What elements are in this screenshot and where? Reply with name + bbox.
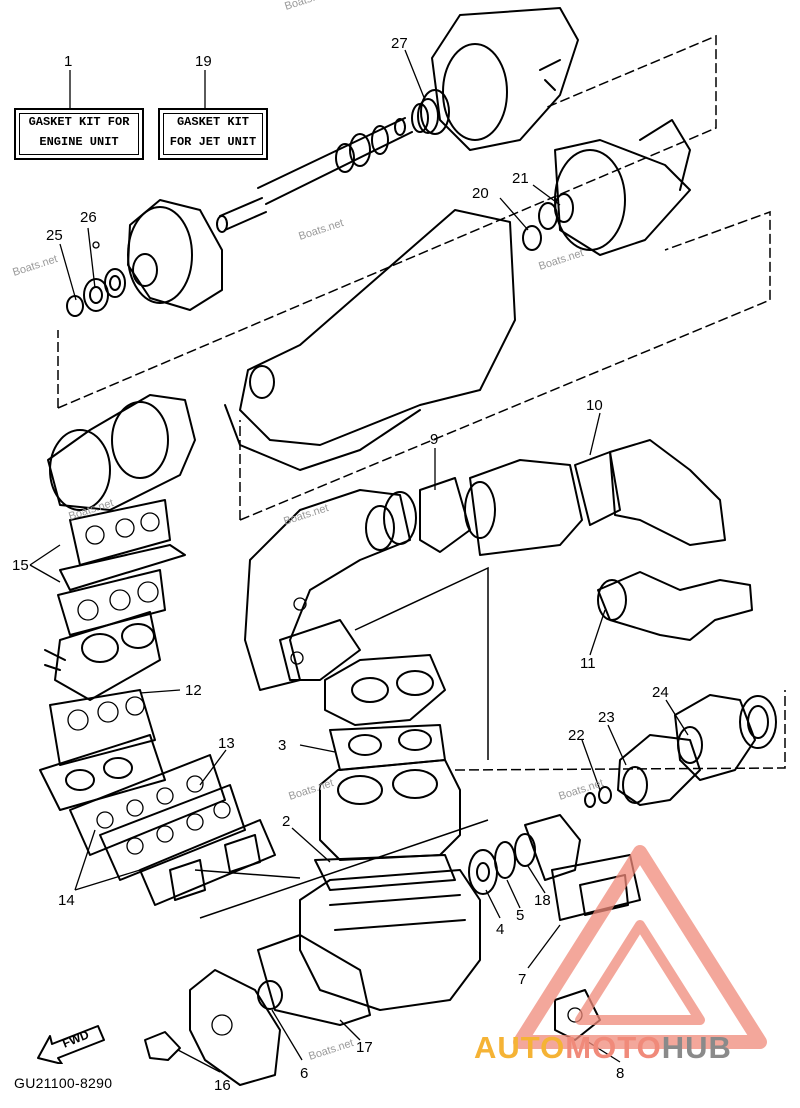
diagram-code: GU21100-8290 <box>14 1075 113 1091</box>
callout-25: 25 <box>46 227 63 244</box>
callout-2: 2 <box>282 813 290 830</box>
water-pump-pulley <box>468 694 777 895</box>
watermark-9: Boats.net <box>307 1037 355 1063</box>
watermark-8: Boats.net <box>557 777 605 803</box>
callout-11: 11 <box>580 655 596 672</box>
callout-21: 21 <box>512 170 529 187</box>
crankcase <box>257 869 481 1026</box>
watermark-3: Boats.net <box>297 217 345 243</box>
callout-6: 6 <box>300 1065 308 1082</box>
logo-triangle-icon <box>513 845 767 1049</box>
exhaust-pipes <box>244 439 753 691</box>
intake-duct <box>224 209 516 471</box>
callout-3: 3 <box>278 737 286 754</box>
exhaust-manifold-upper <box>44 394 196 701</box>
callout-15: 15 <box>12 557 29 574</box>
callout-4: 4 <box>496 921 504 938</box>
callout-13: 13 <box>218 735 235 752</box>
callout-5: 5 <box>516 907 524 924</box>
callout-23: 23 <box>598 709 615 726</box>
flywheel-cover <box>144 969 281 1086</box>
kit-label-jet-line1: GASKET KIT <box>176 115 249 129</box>
watermark-2: Boats.net <box>283 0 331 13</box>
callout-27: 27 <box>391 35 408 52</box>
drive-shaft <box>216 117 413 233</box>
callout-1: 1 <box>64 53 72 70</box>
logo-part-hub: HUB <box>661 1030 732 1065</box>
callout-10: 10 <box>586 397 603 414</box>
group-outlines <box>57 34 786 919</box>
watermark-5: Boats.net <box>67 497 115 523</box>
callout-numbers: 1 19 27 20 21 26 25 10 9 15 11 12 24 23 … <box>12 35 669 1094</box>
kit-label-engine-line1: GASKET KIT FOR <box>28 115 130 129</box>
kit-label-jet-line2: FOR JET UNIT <box>169 135 257 149</box>
callout-26: 26 <box>80 209 97 226</box>
callout-17: 17 <box>356 1039 373 1056</box>
logo-part-moto: MOTO <box>565 1030 662 1065</box>
watermark-logo: AUTOMOTOHUB <box>474 1030 732 1066</box>
callout-9: 9 <box>430 431 438 448</box>
watermark-4: Boats.net <box>537 247 585 273</box>
impeller-housing-right <box>522 119 691 256</box>
callout-18: 18 <box>534 892 551 909</box>
logo-part-auto: AUTO <box>474 1030 566 1065</box>
callout-22: 22 <box>568 727 585 744</box>
forward-arrow-icon <box>37 1025 105 1064</box>
watermark-6: Boats.net <box>282 502 330 528</box>
kit-label-engine-unit: GASKET KIT FOR ENGINE UNIT <box>14 108 144 160</box>
callout-20: 20 <box>472 185 489 202</box>
callout-8: 8 <box>616 1065 624 1082</box>
callout-7: 7 <box>518 971 526 988</box>
callout-12: 12 <box>185 682 202 699</box>
cylinder-block <box>314 654 461 891</box>
kit-label-engine-line2: ENGINE UNIT <box>39 135 119 149</box>
jet-pump-housing <box>411 7 579 151</box>
callout-24: 24 <box>652 684 669 701</box>
callout-14: 14 <box>58 892 75 909</box>
kit-label-jet-unit: GASKET KIT FOR JET UNIT <box>158 108 268 160</box>
callout-19: 19 <box>195 53 212 70</box>
watermark-1: Boats.net <box>11 253 59 279</box>
intake-manifold-plate <box>551 854 641 1041</box>
watermark-7: Boats.net <box>287 777 335 803</box>
callout-16: 16 <box>214 1077 231 1094</box>
exhaust-lower-and-reed <box>39 689 276 906</box>
